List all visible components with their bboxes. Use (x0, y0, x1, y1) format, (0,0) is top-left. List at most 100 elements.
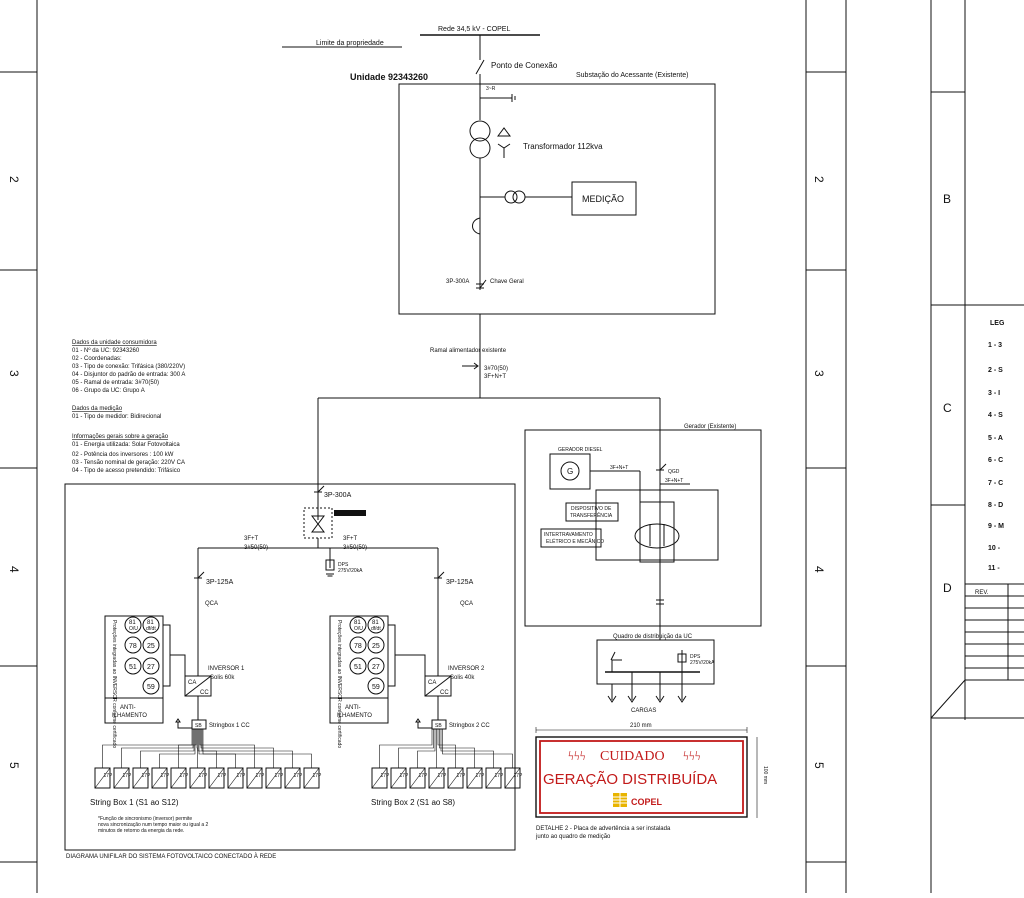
prot-vertical-2: Proteções integradas ao INVERSOR conform… (336, 620, 342, 748)
svg-text:81: 81 (372, 620, 379, 626)
legend-block: LEG 1 - 3 2 - S 3 - I 4 - S 5 - A 6 - C … (930, 320, 1024, 719)
ger-title: Informações gerais sobre a geração (72, 434, 169, 440)
svg-text:INTERTRAVAMENTO: INTERTRAVAMENTO (544, 532, 593, 538)
svg-text:81: 81 (129, 620, 136, 626)
ger-line-3: 03 - Tensão nominal de geração: 220V CA (72, 460, 185, 466)
svg-text:59: 59 (372, 684, 380, 691)
ca-label-2: CA (428, 680, 436, 686)
medicao-box (571, 181, 637, 216)
uc-line-5: 05 - Ramal de entrada: 3#70(50) (72, 380, 159, 386)
stringbox2-label: Stringbox 2 CC (449, 723, 490, 729)
svg-text:1 - 3: 1 - 3 (988, 342, 1002, 349)
ger-line-4: 04 - Tipo de acesso pretendido: Trifásic… (72, 468, 181, 474)
branch2-a: 3F+T (343, 536, 358, 542)
stringbox-2-box (431, 719, 447, 730)
transformer-coil-1 (469, 120, 491, 142)
pv-module-label: 17P (199, 773, 209, 779)
substacao-label: Substação do Acessante (Existente) (576, 72, 688, 79)
redacted-bar (334, 510, 366, 516)
ramal-rating2: 3F+N+T (484, 374, 506, 380)
ca-label-1: CA (188, 680, 196, 686)
pv-module-label: 17P (123, 773, 133, 779)
cc-label-2: CC (440, 690, 449, 696)
pv-module-label: 17P (419, 773, 429, 779)
svg-text:2 - S: 2 - S (988, 367, 1003, 374)
svg-text:ANTI-: ANTI- (345, 705, 361, 711)
note-line-1: *Função de sincronismo (inversor) permit… (98, 816, 192, 822)
pv-module (485, 767, 502, 789)
grid-label-left-2: 2 (7, 176, 21, 183)
grid-label-mid-4: 4 (812, 566, 826, 573)
branch2-b: 3#50(50) (343, 545, 367, 551)
pv-module-label: 17P (495, 773, 505, 779)
left-breaker-label: 3P-125A (206, 579, 234, 586)
pv-module-label: 17P (142, 773, 152, 779)
svg-text:81: 81 (354, 620, 361, 626)
svg-text:78: 78 (354, 643, 362, 650)
svg-text:25: 25 (147, 643, 155, 650)
uc-line-3: 03 - Tipo de conexão: Trifásica (380/220… (72, 364, 185, 370)
inv2-model: Solis 40k (450, 675, 475, 681)
placa-cuidado: CUIDADO (600, 749, 665, 764)
svg-text:51: 51 (129, 664, 137, 671)
grid-label-left-3: 3 (7, 370, 21, 377)
dps-main-rating: 275V/20kA (338, 568, 363, 574)
grid-label-left-4: 4 (7, 566, 21, 573)
gerador-internals: Gerador (Existente) QGD GERADOR DIESEL G… (540, 424, 736, 640)
uc-line-6: 06 - Grupo da UC: Grupo A (72, 388, 145, 394)
svg-text:O/U: O/U (354, 626, 363, 632)
grid-labels: 2 3 4 5 2 3 4 5 B C D (7, 176, 952, 769)
inv1-label: INVERSOR 1 (208, 666, 245, 672)
svg-text:df/dt: df/dt (371, 626, 381, 632)
gerador-title: Gerador (Existente) (684, 424, 736, 430)
chave-geral-symbol (476, 279, 487, 289)
branch1-a: 3F+T (244, 536, 259, 542)
main-breaker-label: 3P-300A (324, 492, 352, 499)
rede-label: Rede 34,5 kV - COPEL (438, 26, 510, 33)
transformador-label: Transformador 112kva (523, 142, 603, 151)
quadro-box (596, 639, 715, 685)
pv-module (246, 767, 263, 789)
pv-module-label: 17P (161, 773, 171, 779)
svg-text:DISPOSITIVO DE: DISPOSITIVO DE (571, 506, 612, 512)
cc-label-1: CC (200, 690, 209, 696)
pv-module-label: 17P (400, 773, 410, 779)
ger-line-1: 01 - Energia utilizada: Solar Fotovoltai… (72, 442, 180, 448)
small-3pr-label: 3~R (486, 86, 496, 92)
placa-geracao: GERAÇÃO DISTRIBUÍDA (543, 771, 717, 788)
substation-internals: 3~R Transformador 112kva MEDIÇÃO 3P-300A… (446, 80, 637, 290)
svg-text:11 -: 11 - (988, 565, 1000, 572)
right-breaker-label: 3P-125A (446, 579, 474, 586)
svg-text:78: 78 (129, 643, 137, 650)
gerador-tag2: 3F+N+T (665, 478, 683, 484)
placa-width: 210 mm (630, 723, 652, 729)
svg-text:ILHAMENTO: ILHAMENTO (337, 713, 372, 719)
grid-label-mid-3: 3 (812, 370, 826, 377)
svg-text:6 - C: 6 - C (988, 457, 1003, 464)
med-line-1: 01 - Tipo de medidor: Bidirecional (72, 414, 161, 420)
pv-module (371, 767, 388, 789)
pv-module-label: 17P (294, 773, 304, 779)
quadro-dps-rating: 275V/20kA (690, 660, 715, 666)
grid-label-mid-5: 5 (812, 762, 826, 769)
pv-module (208, 767, 225, 789)
pv-module (170, 767, 187, 789)
anti-ilhamento-1 (104, 697, 164, 724)
pv-module (189, 767, 206, 789)
chave-rating-label: 3P-300A (446, 279, 469, 285)
network-connection: Rede 34,5 kV - COPEL Limite da proprieda… (282, 26, 688, 82)
qgd-label: QGD (668, 469, 680, 475)
pv-module-label: 17P (275, 773, 285, 779)
svg-text:27: 27 (372, 664, 380, 671)
svg-text:ϟϟϟ: ϟϟϟ (568, 748, 586, 763)
sb-label-2: SB (435, 723, 442, 729)
detalhe-line-2: junto ao quadro de medição (535, 834, 611, 840)
sb-label-1: SB (195, 723, 202, 729)
placa-copel: COPEL (631, 797, 663, 807)
sbox1-caption: String Box 1 (S1 ao S12) (90, 798, 179, 807)
svg-text:ILHAMENTO: ILHAMENTO (112, 713, 147, 719)
pv-module (284, 767, 301, 789)
